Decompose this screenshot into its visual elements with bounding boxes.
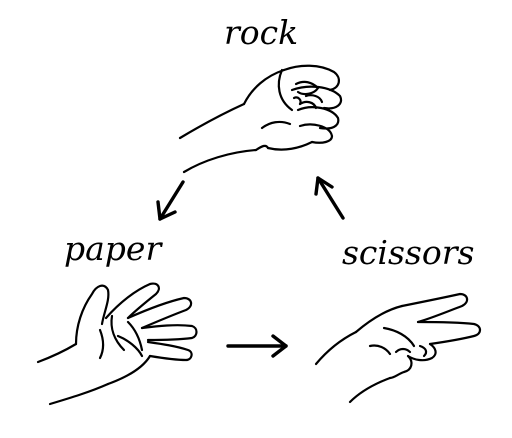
arrow-paper-to-scissors (226, 334, 288, 358)
rock-label: rock (224, 13, 299, 52)
paper-label: paper (64, 229, 162, 268)
arrow-scissors-to-rock (314, 176, 345, 220)
scissors-label: scissors (342, 233, 475, 272)
scissors-hand-illustration (314, 292, 482, 404)
rock-fist-illustration (178, 64, 343, 174)
arrow-rock-to-paper (156, 180, 185, 221)
paper-open-hand-illustration (36, 282, 198, 406)
